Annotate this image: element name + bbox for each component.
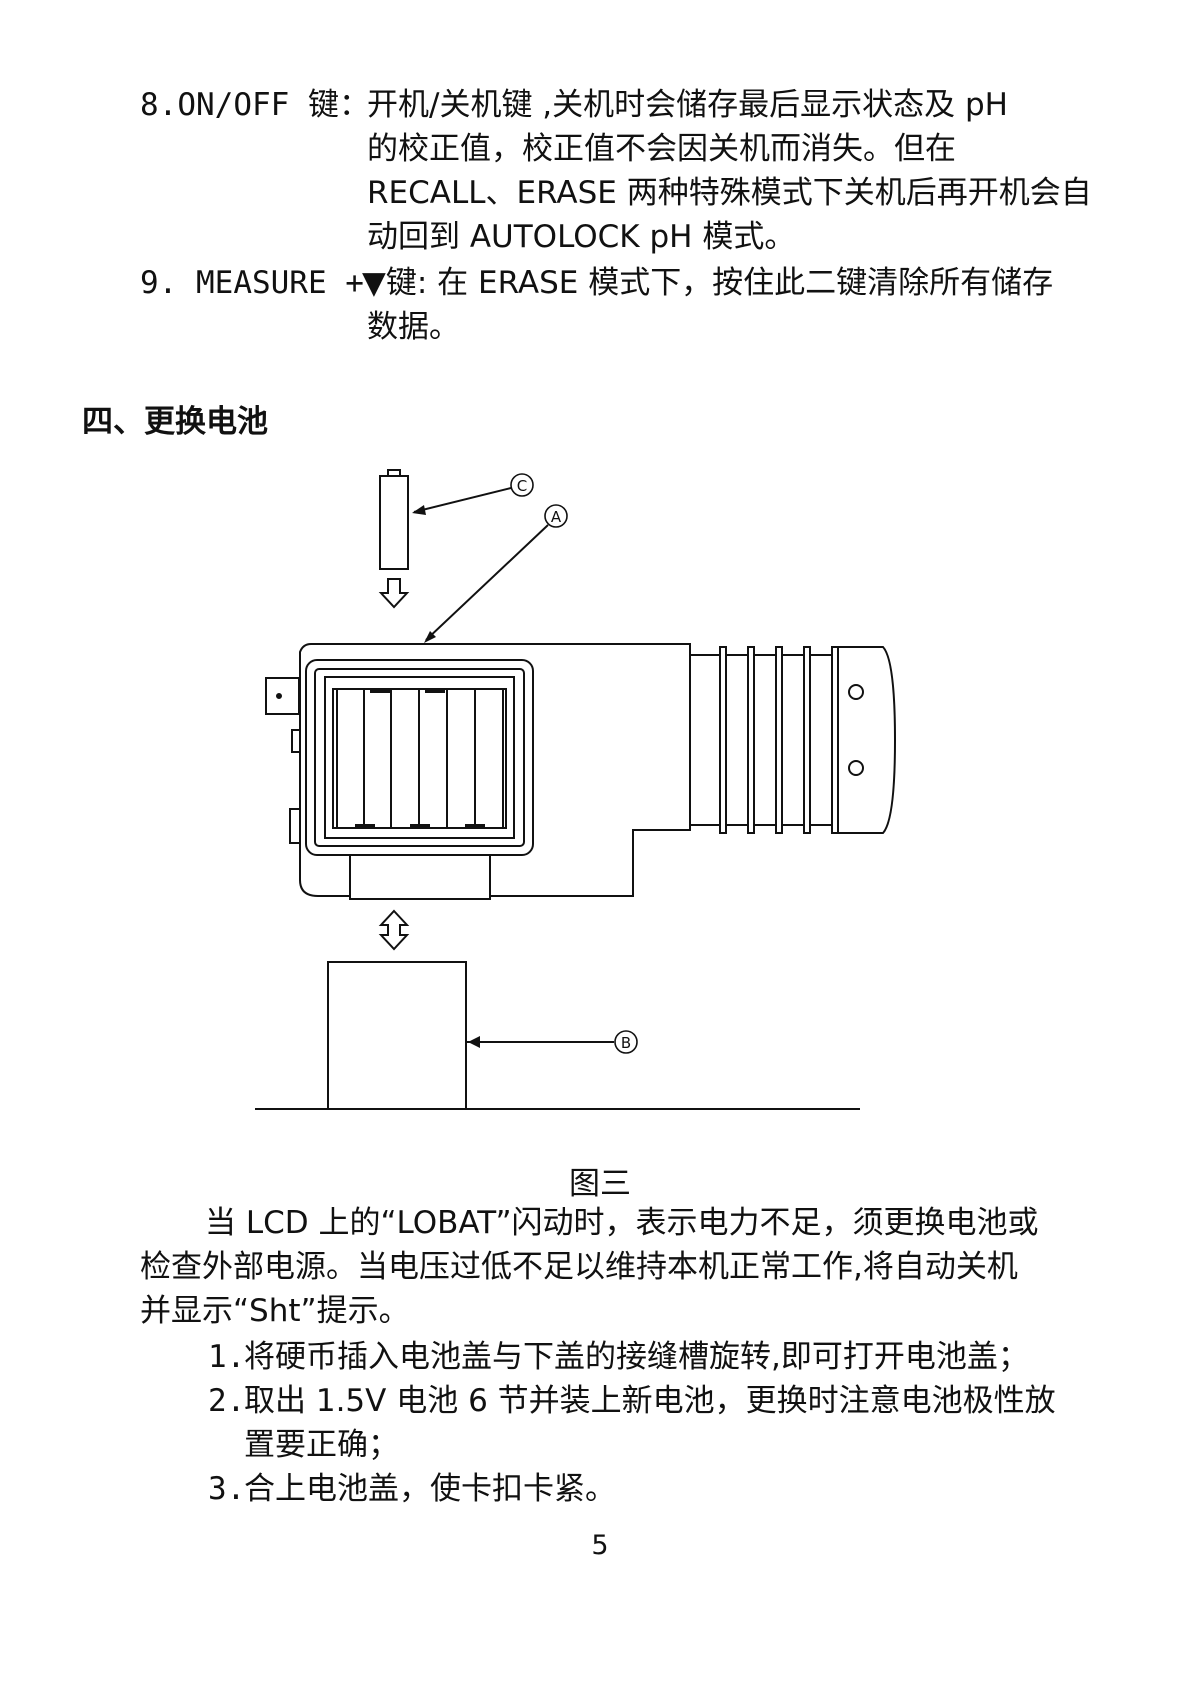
step-3-number: 3. bbox=[208, 1471, 246, 1507]
meter-body-drawing bbox=[265, 643, 897, 900]
callout-b: B bbox=[614, 1030, 638, 1054]
intro-line-2: 检查外部电源。当电压过低不足以维持本机正常工作,将自动关机 bbox=[140, 1249, 1018, 1285]
item8-label: 8.ON/OFF 键： bbox=[140, 87, 370, 123]
step-2-text-line-1: 取出 1.5V 电池 6 节并装上新电池，更换时注意电池极性放 bbox=[244, 1383, 1056, 1419]
step-1-text: 将硬币插入电池盖与下盖的接缝槽旋转,即可打开电池盖； bbox=[244, 1339, 1029, 1375]
item8-line-2: 的校正值，校正值不会因关机而消失。但在 bbox=[367, 131, 956, 167]
callout-c: C bbox=[510, 473, 534, 497]
page-number: 5 bbox=[591, 1530, 609, 1561]
intro-line-3: 并显示“Sht”提示。 bbox=[140, 1293, 410, 1329]
step-2-text-line-2: 置要正确； bbox=[244, 1427, 399, 1463]
battery-replacement-diagram: C A B bbox=[255, 469, 897, 1110]
figure-caption: 图三 bbox=[569, 1166, 631, 1202]
item8-line-3: RECALL、ERASE 两种特殊模式下关机后再开机会自 bbox=[367, 175, 1092, 211]
callout-a: A bbox=[544, 504, 568, 528]
item9-line-1: ▼键: 在 ERASE 模式下，按住此二键清除所有储存 bbox=[362, 265, 1054, 301]
item9-line-2: 数据。 bbox=[367, 309, 460, 345]
up-down-arrow-icon bbox=[378, 909, 410, 951]
callout-c-label: C bbox=[517, 477, 527, 495]
battery-cover-drawing bbox=[327, 961, 467, 1110]
step-2-number: 2. bbox=[208, 1383, 246, 1419]
step-3-text: 合上电池盖，使卡扣卡紧。 bbox=[244, 1471, 616, 1507]
step-1-number: 1. bbox=[208, 1339, 246, 1375]
item8-line-4: 动回到 AUTOLOCK pH 模式。 bbox=[367, 219, 796, 255]
intro-line-1: 当 LCD 上的“LOBAT”闪动时，表示电力不足，须更换电池或 bbox=[205, 1205, 1039, 1241]
battery-drawing bbox=[379, 469, 409, 570]
item9-label: 9. MEASURE + bbox=[140, 265, 364, 301]
callout-b-label: B bbox=[621, 1034, 631, 1052]
item8-line-1: 开机/关机键 ,关机时会储存最后显示状态及 pH bbox=[367, 87, 1008, 123]
down-arrow-icon bbox=[378, 578, 410, 609]
callout-a-label: A bbox=[551, 508, 562, 526]
section-heading: 四、更换电池 bbox=[82, 404, 268, 440]
